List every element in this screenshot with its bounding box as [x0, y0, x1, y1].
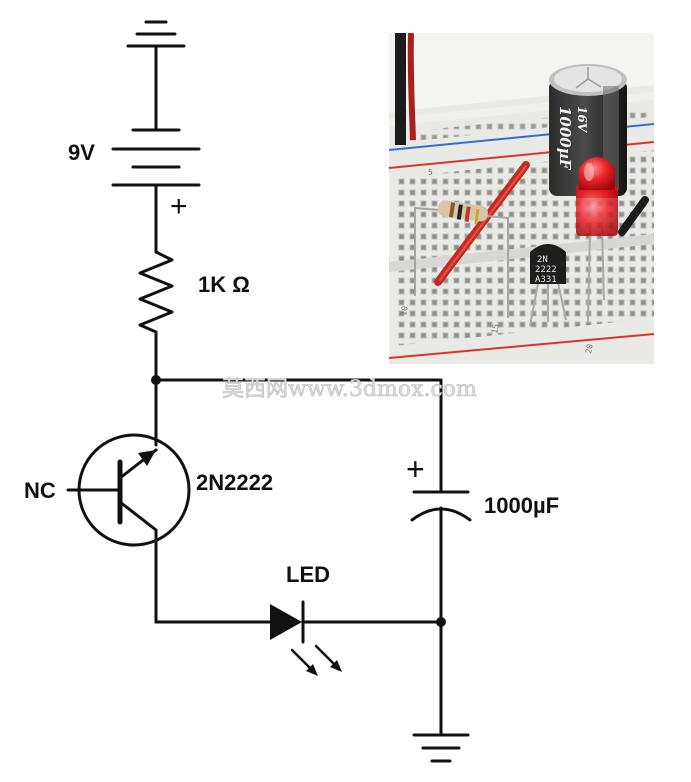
capacitor-value-label: 1000µF: [484, 493, 559, 518]
resistor-symbol: [138, 250, 174, 382]
bottom-ground-symbol: [412, 620, 470, 763]
transistor-symbol: [66, 378, 191, 624]
led-symbol: [154, 600, 443, 676]
wire-to-capacitor: [154, 378, 443, 494]
photo-row-number: 15: [490, 323, 501, 334]
watermark: 莫西网www.3dmox.com: [222, 377, 477, 402]
capacitor-symbol: [410, 490, 472, 624]
photo-row-number: 5: [428, 168, 433, 177]
photo-row-number: 10: [399, 305, 410, 316]
battery-voltage-label: 9V: [68, 140, 95, 165]
photo-capacitor-marking: 1000µF: [556, 106, 574, 171]
transistor-label: 2N2222: [196, 470, 273, 495]
resistor-value-label: 1K Ω: [198, 272, 250, 297]
led-label: LED: [286, 562, 330, 587]
photo-capacitor-voltage: 16V: [575, 106, 589, 134]
base-pin-label: NC: [24, 478, 56, 503]
schematic: 9V + 1K Ω NC 2N2222: [24, 20, 559, 763]
battery-symbol: [111, 128, 201, 254]
photo-row-number: 20: [584, 343, 595, 354]
photo-transistor-marking-3: A331: [535, 275, 557, 285]
top-ground-symbol: [126, 20, 186, 132]
breadboard-photo: 1000µF 16V 2N 2222 A331 5 10 15 20: [389, 33, 654, 364]
photo-transistor-marking-2: 2222: [535, 265, 557, 275]
photo-transistor-marking-1: 2N: [537, 255, 548, 265]
battery-plus-label: +: [170, 190, 188, 223]
capacitor-plus-label: +: [406, 451, 425, 487]
